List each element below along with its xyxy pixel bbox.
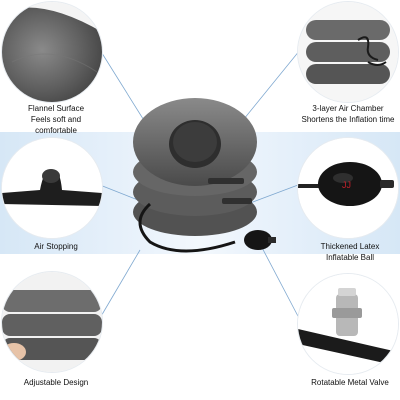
latex-ball-photo: JJ [298, 138, 398, 238]
air-stopping-label: Air Stopping [10, 241, 102, 252]
flannel-label-line3: comfortable [35, 126, 77, 135]
air-stopping-photo [2, 138, 102, 238]
valve-label: Rotatable Metal Valve [300, 377, 400, 388]
svg-text:JJ: JJ [342, 180, 351, 190]
adjustable-label: Adjustable Design [8, 377, 104, 388]
metal-valve-photo [298, 274, 398, 374]
hand-folding-collar-icon [2, 272, 102, 372]
air-stopping-label-line1: Air Stopping [34, 242, 78, 251]
chamber-label-line1: 3-layer Air Chamber [312, 104, 384, 113]
pump-bulb-icon: JJ [298, 138, 398, 238]
air-chamber-photo [298, 2, 398, 102]
adjustable-design-photo [2, 272, 102, 372]
adjustable-label-line1: Adjustable Design [23, 378, 89, 387]
flannel-label: Flannel Surface Feels soft and comfortab… [10, 103, 102, 136]
chamber-label-line2: Shortens the Inflation time [301, 115, 395, 124]
latex-label-line1: Thickened Latex [320, 242, 380, 251]
flannel-label-line1: Flannel Surface [27, 104, 85, 113]
neck-traction-collar-image [133, 98, 276, 253]
flannel-surface-photo [2, 2, 102, 102]
air-stopper-icon [2, 138, 102, 238]
latex-label-line2: Inflatable Ball [325, 253, 375, 262]
chamber-label: 3-layer Air Chamber Shortens the Inflati… [296, 103, 400, 125]
flannel-label-line2: Feels soft and [30, 115, 82, 124]
valve-label-line1: Rotatable Metal Valve [311, 378, 389, 387]
fabric-closeup-icon [2, 2, 102, 102]
metal-valve-icon [298, 274, 398, 374]
three-layer-chamber-icon [298, 2, 398, 102]
latex-label: Thickened Latex Inflatable Ball [302, 241, 398, 263]
